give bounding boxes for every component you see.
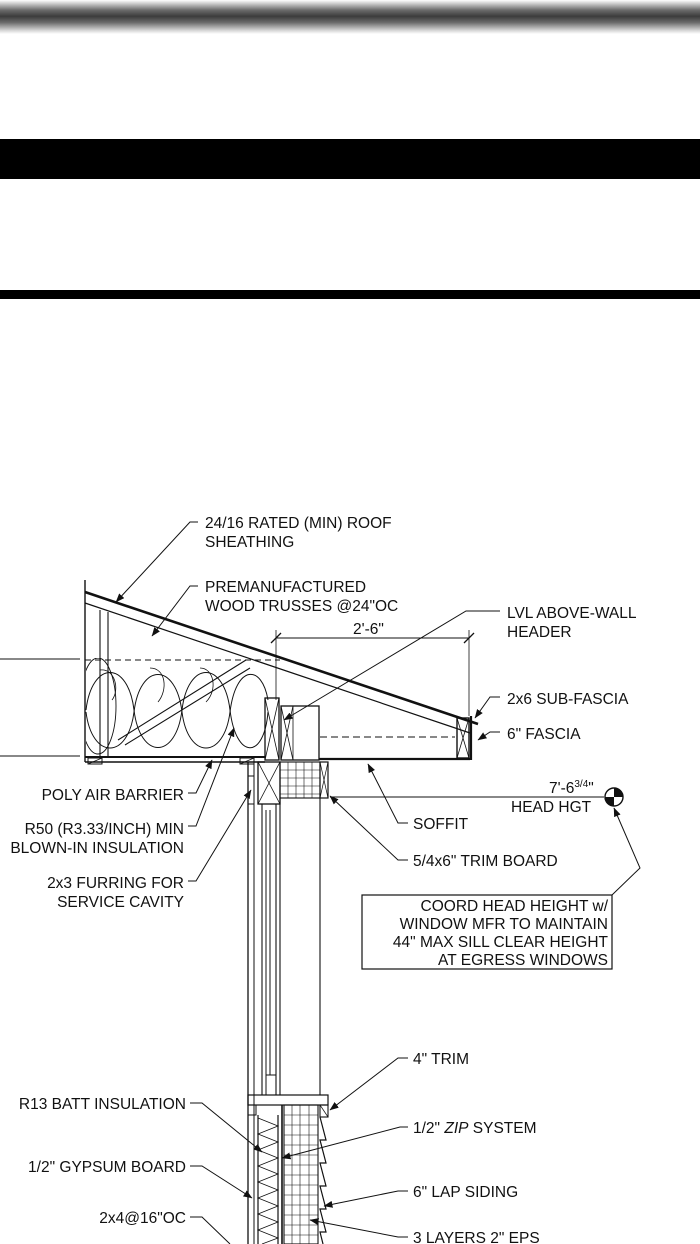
head-height-label: HEAD HGT	[511, 799, 592, 816]
eave-assembly	[264, 630, 475, 761]
studs-label: 2x4@16"OC	[99, 1210, 186, 1227]
ceiling-block	[87, 757, 103, 765]
note-line-4: AT EGRESS WINDOWS	[438, 952, 608, 969]
lap-siding-label: 6" LAP SIDING	[413, 1184, 518, 1201]
blown-in-insulation	[86, 658, 117, 755]
r13-batt-label: R13 BATT INSULATION	[19, 1096, 186, 1113]
window-sill	[247, 1094, 329, 1106]
lvl-header	[280, 705, 320, 761]
overhang-dimension-text: 2'-6"	[353, 621, 384, 638]
egress-note-box	[361, 894, 613, 970]
trusses-label-2: WOOD TRUSSES @24"OC	[205, 598, 398, 615]
furring-label-2: SERVICE CAVITY	[57, 894, 184, 911]
lvl-header-label: LVL ABOVE-WALL	[507, 605, 637, 622]
trim-4in	[319, 1104, 329, 1118]
eps-label: 3 LAYERS 2" EPS	[413, 1230, 540, 1244]
top-gradient-bar	[0, 0, 700, 34]
zip-system-label: 1/2" ZIP SYSTEM	[413, 1120, 537, 1137]
gypsum-label: 1/2" GYPSUM BOARD	[28, 1159, 186, 1176]
roof-sheathing-line	[84, 590, 479, 726]
lap-siding	[319, 1116, 327, 1244]
note-line-1: COORD HEAD HEIGHT w/	[421, 898, 609, 915]
r50-insulation-label-2: BLOWN-IN INSULATION	[10, 840, 184, 857]
sub-fascia	[456, 717, 470, 759]
trusses-label: PREMANUFACTURED	[205, 579, 366, 596]
truss-top-chord	[84, 602, 471, 734]
lvl-header-ply-1	[264, 697, 280, 761]
fascia-label: 6" FASCIA	[507, 726, 581, 743]
note-line-2: WINDOW MFR TO MAINTAIN	[400, 916, 608, 933]
leader-lines	[115, 521, 641, 1244]
head-height-marker	[330, 787, 624, 807]
head-height-value: 7'-63/4"	[549, 779, 594, 797]
roof-sheathing-label-2: SHEATHING	[205, 534, 294, 551]
trim-4in-label: 4" TRIM	[413, 1051, 469, 1068]
title-band	[0, 139, 700, 179]
r13-batt-insulation	[256, 1117, 280, 1244]
trim-board	[319, 761, 329, 799]
trim-board-label: 5/4x6" TRIM BOARD	[413, 853, 558, 870]
furring-label: 2x3 FURRING FOR	[47, 875, 184, 892]
roof-assembly	[0, 580, 479, 765]
wall-assembly	[247, 761, 329, 1244]
eps-head-grid	[279, 761, 321, 799]
poly-air-barrier-label: POLY AIR BARRIER	[42, 787, 184, 804]
lvl-header-label-2: HEADER	[507, 624, 572, 641]
note-line-3: 44" MAX SILL CLEAR HEIGHT	[393, 934, 609, 951]
sub-fascia-label: 2x6 SUB-FASCIA	[507, 691, 629, 708]
r50-insulation-label: R50 (R3.33/INCH) MIN	[25, 821, 184, 838]
section-divider	[0, 290, 700, 299]
roof-sheathing-label: 24/16 RATED (MIN) ROOF	[205, 515, 392, 532]
eps-layers	[283, 1104, 319, 1244]
soffit-label: SOFFIT	[413, 816, 469, 833]
